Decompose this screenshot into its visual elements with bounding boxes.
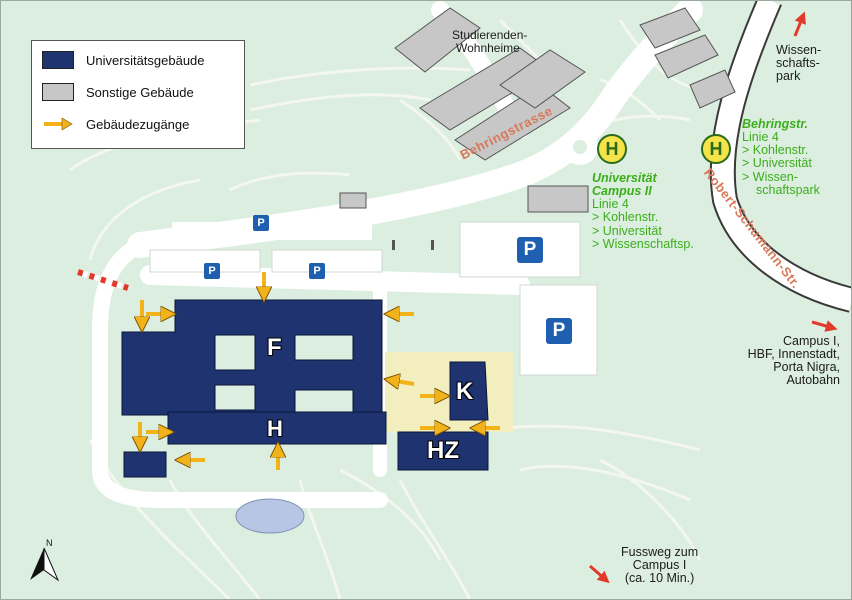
legend-row-other: Sonstige Gebäude [42,81,194,103]
robert-schumann-road [711,0,852,311]
campus1-line3: Porta Nigra, [773,360,840,375]
roundabout-island [573,140,587,154]
entrance-arrow-icon [44,117,73,131]
footpath-line1: Fussweg zum [621,545,699,559]
behring-name: Behringstr. [742,117,808,131]
legend-row-university: Universitätsgebäude [42,49,205,71]
dormitories-label: Studierenden- Wohnheime [452,29,527,54]
legend-label-university: Universitätsgebäude [86,52,205,68]
road-markers [392,240,434,250]
footpaths [69,18,702,600]
science-park-line3: park [776,69,801,84]
campus1-direction-label: Campus I, HBF, Innenstadt, Porta Nigra, … [740,334,840,388]
science-park-line1: Wissen- [776,43,822,57]
building-k-label[interactable]: K [456,378,474,405]
bus-stop-behring-info: Behringstr. Linie 4 > Kohlenstr. > Unive… [742,117,820,197]
campus1-line1: Campus I, [783,334,840,348]
pond [235,498,305,534]
other-building-swatch [42,83,74,101]
svg-text:N: N [46,538,53,548]
behring-dest1: > Kohlenstr. [742,143,809,158]
small-building [339,192,367,209]
science-park-label: Wissen- schafts- park [776,43,822,84]
bus-stop-campus2-icon[interactable]: H [597,134,627,164]
barrier [77,269,129,291]
dormitories-label-line2: Wohnheime [456,40,520,55]
legend-label-entrances: Gebäudezugänge [86,116,190,132]
behring-dest4: schaftspark [756,182,820,197]
campus2-dest2: > Universität [592,223,662,238]
footpath-label: Fussweg zum Campus I (ca. 10 Min.) [621,545,699,586]
building-hz-label[interactable]: HZ [427,437,459,464]
science-park-line2: schafts- [776,56,820,71]
behring-line: Linie 4 [742,130,779,145]
campus2-name-line1: Universität [592,171,657,185]
grey-building-east [527,185,589,213]
parking-icon-top: P [253,215,269,231]
campus1-line4: Autobahn [786,373,840,388]
building-f-label[interactable]: F [267,334,282,361]
dormitories [394,7,736,161]
bus-stop-campus2-info: Universität Campus II Linie 4 > Kohlenst… [592,171,694,251]
parking-icon-east: P [309,263,325,279]
campus2-dest1: > Kohlenstr. [592,210,659,225]
direction-arrows [589,11,838,584]
university-building-swatch [42,51,74,69]
parking-icon-west: P [204,263,220,279]
footpath-line2: Campus I [632,558,687,573]
parking-icon-east-lot: P [546,318,572,344]
k-yard [385,352,513,432]
campus1-line2: HBF, Innenstadt, [747,347,840,362]
campus2-line: Linie 4 [592,197,629,212]
building-h-label[interactable]: H [267,416,283,441]
courtyards [214,334,354,413]
parking-icon-north-lot: P [517,237,543,263]
campus2-dest3: > Wissenschaftsp. [592,236,694,251]
north-arrow: N [30,538,60,582]
entrance-arrows [140,272,500,470]
legend: Universitätsgebäude Sonstige Gebäude Geb… [31,40,245,149]
bus-stop-behring-icon[interactable]: H [701,134,731,164]
parking-strip-east [271,249,383,273]
campus2-name-line2: Campus II [592,184,652,199]
dormitories-label-line1: Studierenden- [452,28,528,42]
behring-dest3: > Wissen- [742,169,798,184]
legend-row-entrances: Gebäudezugänge [42,113,189,135]
behring-dest2: > Universität [742,156,812,171]
parking-strip-top [172,222,372,240]
footpath-line3: (ca. 10 Min.) [624,571,695,586]
legend-label-other: Sonstige Gebäude [86,84,194,100]
